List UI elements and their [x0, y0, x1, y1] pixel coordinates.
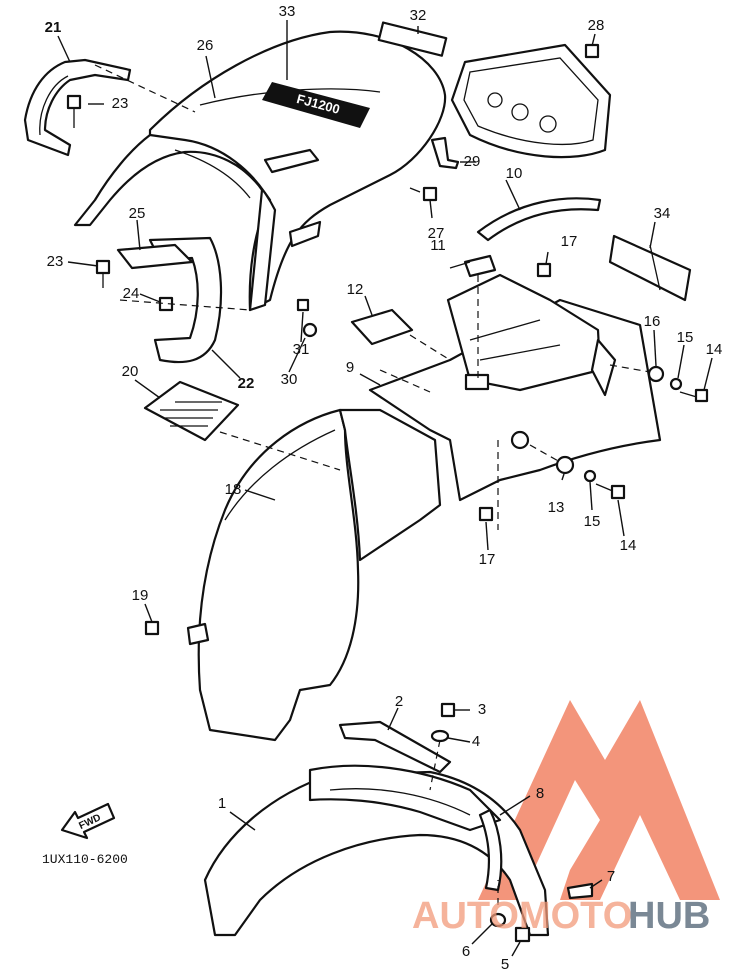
- bolt-27: [409, 186, 438, 202]
- bolt-14-lower: [595, 483, 626, 500]
- clip-11: [463, 254, 497, 278]
- callout-11: 11: [430, 237, 446, 254]
- callout-17-upper: 17: [561, 233, 578, 250]
- callout-2: 2: [395, 693, 403, 710]
- callout-33: 33: [279, 3, 296, 20]
- bolt-23-lower: [95, 259, 111, 288]
- callout-21: 21: [45, 19, 62, 36]
- bolt-5: [514, 926, 531, 943]
- callout-12: 12: [347, 281, 364, 298]
- callout-22: 22: [238, 375, 255, 392]
- nut-17-upper: [536, 262, 552, 278]
- watermark-logo: [478, 700, 720, 900]
- callout-29: 29: [464, 153, 481, 170]
- taillight-housing: [450, 43, 612, 159]
- fender-brace-2: [338, 720, 452, 774]
- nut-31: [296, 298, 310, 312]
- bracket-29: [430, 136, 460, 170]
- callout-14-upper: 14: [706, 341, 723, 358]
- nut-17-lower: [478, 506, 494, 522]
- callout-1: 1: [218, 795, 226, 812]
- leader-lines: [57, 20, 713, 957]
- fwd-arrow-icon: FWD: [60, 802, 116, 840]
- callout-17-lower: 17: [479, 551, 496, 568]
- collar-13: [555, 455, 575, 475]
- callout-18: 18: [225, 481, 242, 498]
- callout-10: 10: [506, 165, 523, 182]
- washer-15-upper: [669, 377, 683, 391]
- callout-19: 19: [132, 587, 149, 604]
- callout-32: 32: [410, 7, 427, 24]
- clip-7: [566, 882, 594, 900]
- callout-8: 8: [536, 785, 544, 802]
- seat-cowl-26: FJ1200: [73, 30, 447, 312]
- callout-4: 4: [472, 733, 480, 750]
- callout-26: 26: [197, 37, 214, 54]
- callout-15-lower: 15: [584, 513, 601, 530]
- assembly-lines: [94, 64, 651, 905]
- washer-6: [489, 912, 507, 928]
- collar-16: [647, 365, 665, 383]
- callout-23-lower: 23: [47, 253, 64, 270]
- diagram-code: 1UX110-6200: [42, 852, 128, 867]
- inner-fender-9: [368, 273, 662, 502]
- plate-25: [116, 243, 194, 270]
- callout-25: 25: [129, 205, 146, 222]
- reflector-20: [143, 380, 240, 442]
- watermark-triangle: [478, 700, 720, 900]
- pad-12: [350, 308, 414, 346]
- bolt-14-upper: [679, 388, 709, 403]
- rear-fender-18: [186, 408, 442, 742]
- bolt-23-upper: [66, 94, 82, 128]
- grab-handle-21: [23, 58, 132, 157]
- bolt-28: [584, 43, 600, 59]
- callout-24: 24: [123, 285, 140, 302]
- callout-14-lower: 14: [620, 537, 637, 554]
- callout-7: 7: [607, 868, 615, 885]
- callout-27: 27: [428, 225, 445, 242]
- callout-labels: 21 23 26 33 32 28 29 27 10 34 11 17 12 9…: [45, 3, 723, 973]
- callout-16: 16: [644, 313, 661, 330]
- strap-10: [476, 197, 602, 242]
- callout-13: 13: [548, 499, 565, 516]
- tool-bag-34: [608, 234, 692, 302]
- seat-strap-32: [377, 21, 448, 57]
- washer-30: [302, 322, 318, 338]
- callout-15-upper: 15: [677, 329, 694, 346]
- callout-3: 3: [478, 701, 486, 718]
- callout-34: 34: [654, 205, 671, 222]
- watermark-text-left: AUTOMOTO: [412, 895, 632, 937]
- callout-5: 5: [501, 956, 509, 973]
- rear-bracket-22: [148, 236, 223, 364]
- washer-4: [430, 729, 450, 743]
- washer-15-lower: [583, 469, 597, 483]
- callout-6: 6: [462, 943, 470, 960]
- bolt-3: [440, 702, 456, 718]
- callout-31: 31: [293, 341, 310, 358]
- callout-30: 30: [281, 371, 298, 388]
- callout-9: 9: [346, 359, 354, 376]
- callout-28: 28: [588, 17, 605, 34]
- bolt-19: [144, 620, 160, 636]
- callout-23-upper: 23: [112, 95, 129, 112]
- fender-brace-8: [478, 808, 503, 892]
- watermark-text: AUTOMOTO HUB: [412, 895, 710, 937]
- callout-20: 20: [122, 363, 139, 380]
- watermark-text-right: HUB: [628, 895, 710, 937]
